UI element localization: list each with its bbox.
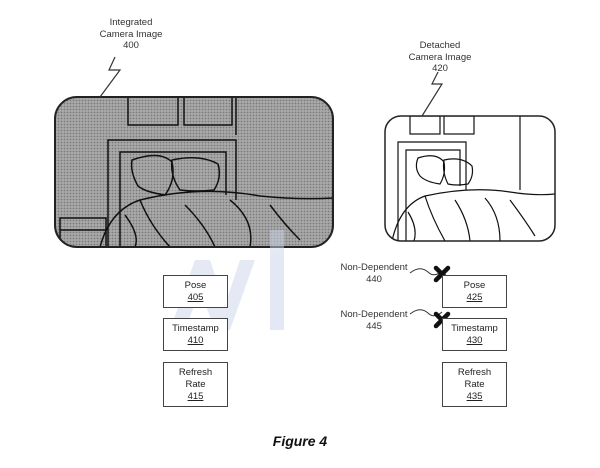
timestamp-box-410: Timestamp 410 — [163, 318, 228, 351]
reference-number: 405 — [187, 291, 204, 303]
integrated-camera-image — [54, 96, 334, 248]
refresh-rate-box-435: Refresh Rate 435 — [442, 362, 507, 407]
box-label: Rate — [185, 378, 206, 390]
label-integrated-camera-image: Integrated Camera Image 400 — [99, 17, 163, 51]
bedroom-scene-detached — [391, 116, 555, 241]
box-label: Rate — [464, 378, 485, 390]
reference-number: 415 — [187, 390, 204, 402]
label-detached-camera-image: Detached Camera Image 420 — [408, 40, 472, 74]
box-label: Timestamp — [172, 322, 219, 334]
box-label: Pose — [463, 279, 486, 291]
box-label: Timestamp — [451, 322, 498, 334]
refresh-rate-box-415: Refresh Rate 415 — [163, 362, 228, 407]
label-non-dependent-445: Non-Dependent 445 — [340, 309, 408, 332]
bedroom-scene-integrated — [59, 97, 333, 247]
box-label: Refresh — [178, 366, 213, 378]
reference-number: 430 — [466, 334, 483, 346]
box-label: Pose — [184, 279, 207, 291]
figure-caption: Figure 4 — [272, 433, 328, 449]
timestamp-box-430: Timestamp 430 — [442, 318, 507, 351]
pose-box-405: Pose 405 — [163, 275, 228, 308]
leader-line-420 — [421, 71, 444, 117]
detached-camera-image — [384, 115, 556, 242]
reference-number: 425 — [466, 291, 483, 303]
label-non-dependent-440: Non-Dependent 440 — [340, 262, 408, 285]
leader-line-440 — [409, 268, 443, 276]
box-label: Refresh — [457, 366, 492, 378]
reference-number: 435 — [466, 390, 483, 402]
pose-box-425: Pose 425 — [442, 275, 507, 308]
watermark-logo — [170, 230, 284, 330]
leader-line-400 — [99, 56, 122, 98]
reference-number: 410 — [187, 334, 204, 346]
